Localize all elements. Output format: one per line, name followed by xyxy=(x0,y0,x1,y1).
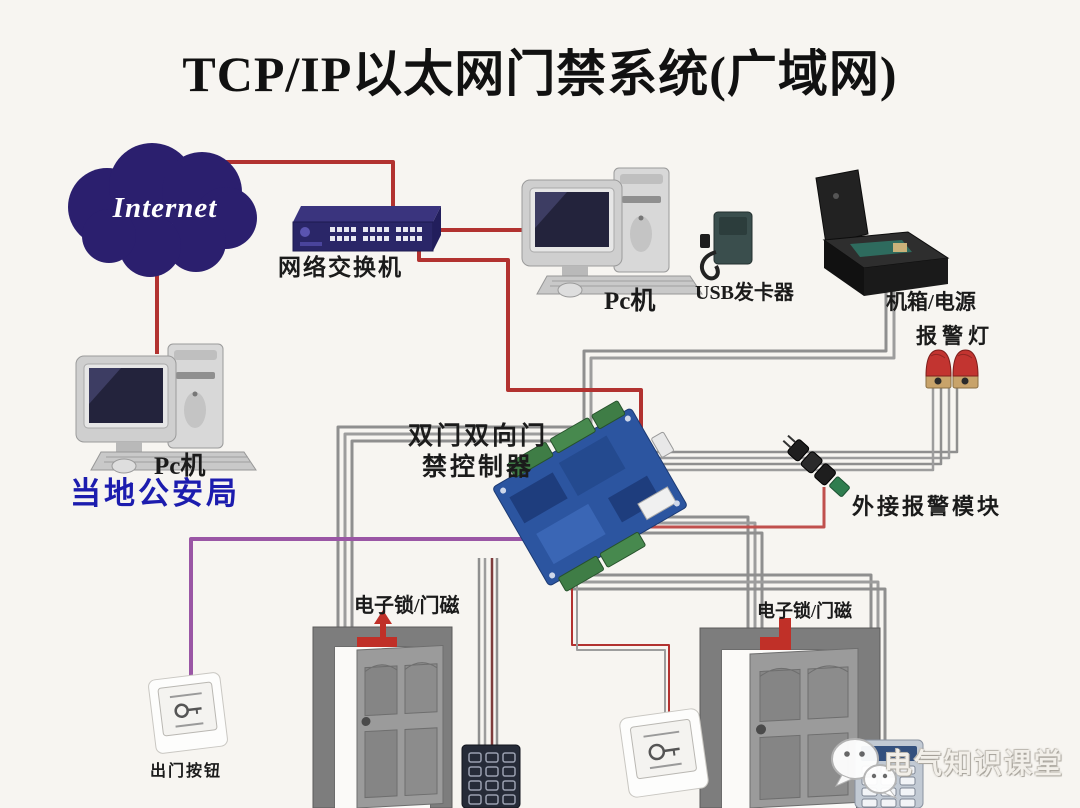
wire-controller-to-exitbtn1 xyxy=(189,537,562,676)
wire-controller-to-door2-2 xyxy=(636,521,757,634)
wire-switch-to-controller xyxy=(417,250,643,470)
usb-card-issuer xyxy=(699,211,753,281)
wire-controller-to-lamps-1 xyxy=(655,388,959,454)
internet-label: Internet xyxy=(112,192,218,224)
wire-internet-to-switch xyxy=(205,160,395,214)
wire-controller-to-exitbtn2-gray xyxy=(576,562,666,714)
internet-cloud xyxy=(68,143,257,277)
network-switch xyxy=(292,206,441,252)
ext-alarm-module-label: 外接报警模块 xyxy=(852,494,1003,519)
external-alarm-module xyxy=(782,434,850,497)
wire-box-to-controller-2 xyxy=(589,282,896,442)
door1-lock-label: 电子锁/门磁 xyxy=(354,595,460,617)
wire-controller-to-keypad2-3 xyxy=(570,587,887,744)
wire-controller-to-lamps-4 xyxy=(655,388,935,472)
alarm-lights-label: 报警灯 xyxy=(916,324,994,348)
exit-button-left xyxy=(148,672,228,754)
wire-controller-to-lamps-2 xyxy=(655,388,951,460)
door2-lock-label: 电子锁/门磁 xyxy=(757,601,853,621)
power-box-label: 机箱/电源 xyxy=(886,290,976,314)
door2-lock-indicator-h xyxy=(760,637,791,650)
door-left xyxy=(312,610,453,808)
door1-lock-arrow xyxy=(374,610,392,640)
brand-watermark: 电气知识课堂 xyxy=(884,749,1065,780)
pc-main-label: Pc机 xyxy=(604,288,656,315)
door1-lock-indicator xyxy=(357,637,397,647)
wire-controller-to-lamps-3 xyxy=(655,388,943,466)
wire-controller-to-door2-3 xyxy=(636,531,764,634)
wire-box-to-controller-1 xyxy=(582,282,888,442)
pc-main-graphic xyxy=(521,167,703,298)
keypad-left xyxy=(461,744,521,808)
exit-button-right xyxy=(619,708,709,798)
alarm-lamps xyxy=(925,349,979,389)
pc-police-label: Pc机 xyxy=(154,453,206,480)
access-controller-board xyxy=(493,400,687,592)
police-bureau-label: 当地公安局 xyxy=(70,476,240,511)
exit-button-label: 出门按钮 xyxy=(150,763,223,780)
power-box xyxy=(815,169,950,296)
wire-controller-to-door2-1 xyxy=(636,515,750,634)
wire-controller-to-exitbtn2-red xyxy=(571,560,670,714)
wire-controller-to-alarm-module xyxy=(650,487,826,529)
usb-issuer-label: USB发卡器 xyxy=(695,282,794,304)
wechat-icon xyxy=(831,738,898,800)
controller-label-line2: 禁控制器 xyxy=(421,453,534,481)
switch-label: 网络交换机 xyxy=(278,255,403,280)
page-title: TCP/IP以太网门禁系统(广域网) xyxy=(182,46,898,102)
controller-label-line1: 双门双向门 xyxy=(407,423,548,450)
controller-label: 双门双向门 禁控制器 xyxy=(396,422,560,483)
